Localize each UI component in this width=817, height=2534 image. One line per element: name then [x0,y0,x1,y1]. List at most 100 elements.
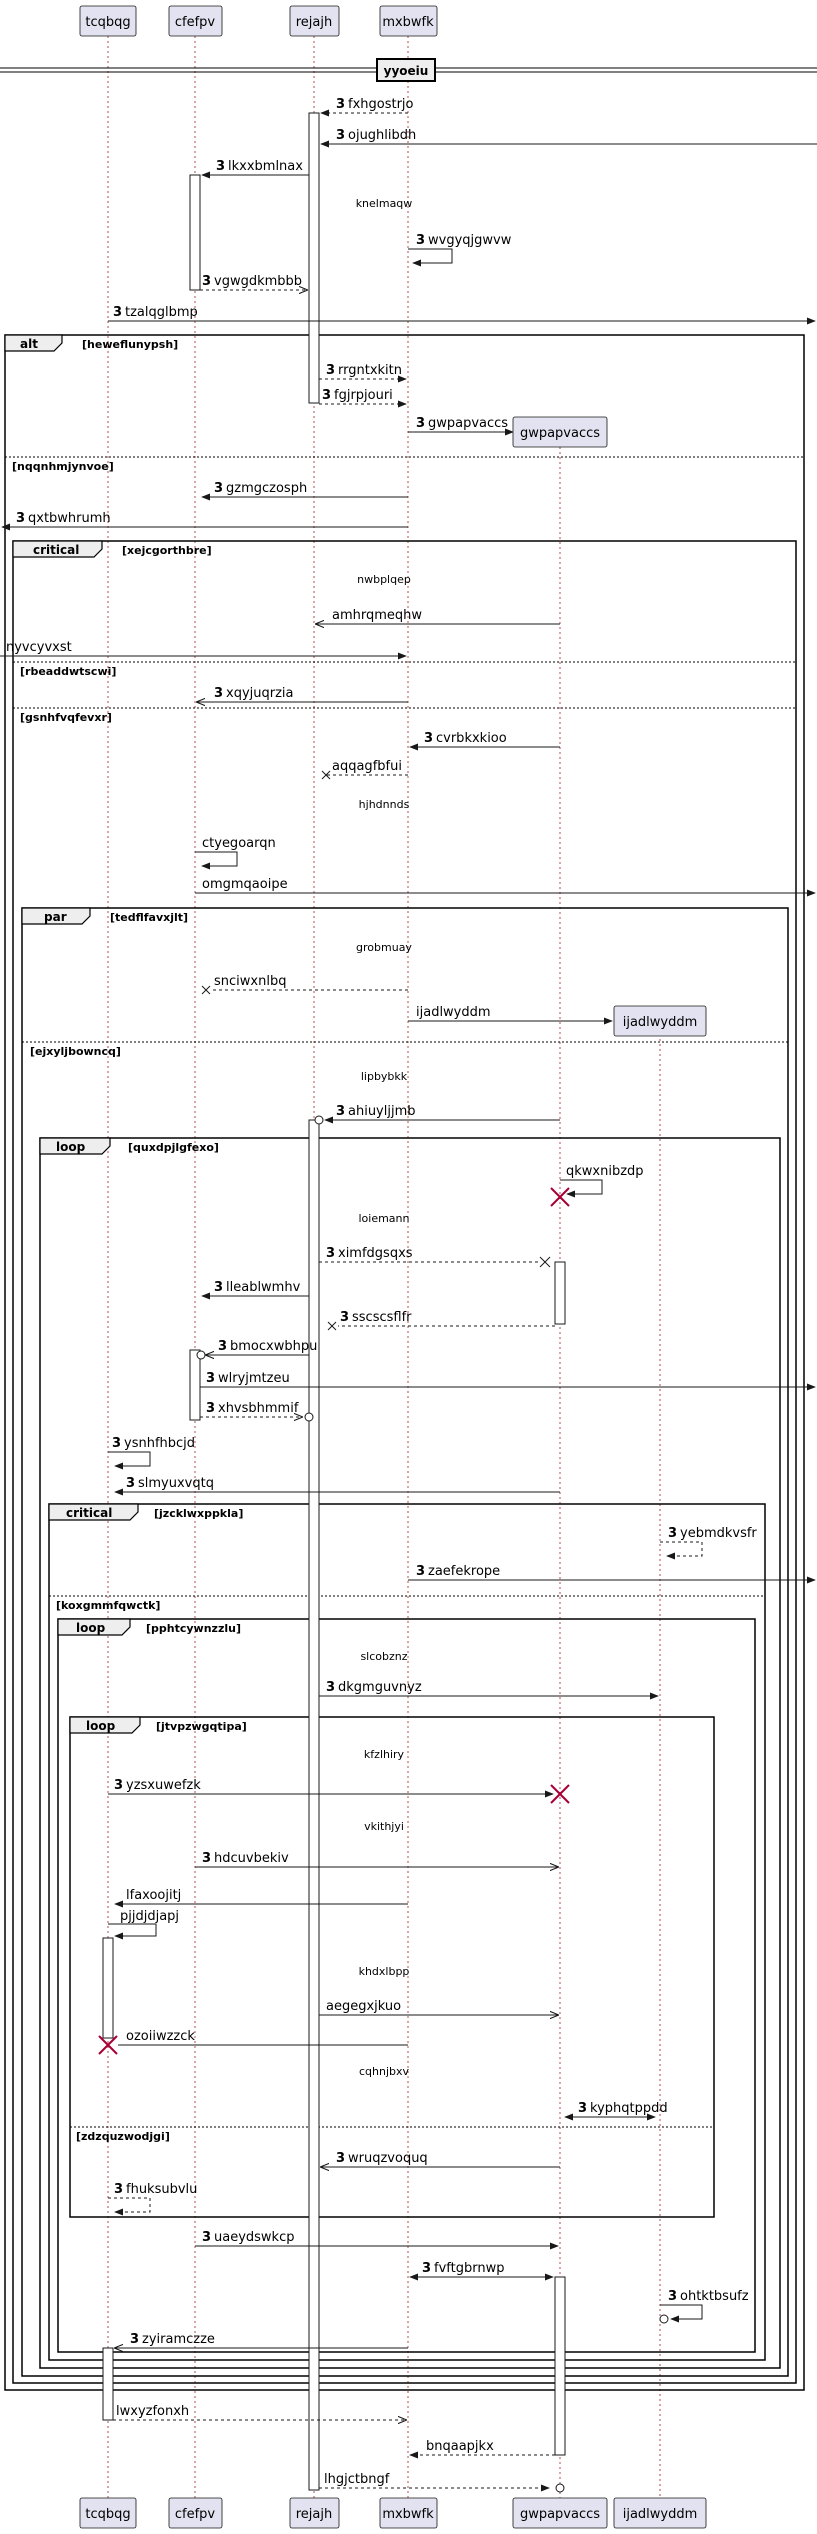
message-label: aegegxjkuo [326,1999,401,2014]
message-number: 3 [668,2289,677,2304]
participant-rejajh[interactable]: rejajh [289,5,340,37]
loop-2-guard: [pphtcywnzzlu] [146,1622,241,1635]
destroy-x-icon [550,1784,570,1804]
message-label: kyphqtppdd [590,2101,668,2116]
alt-frame-tag: alt [20,337,38,351]
critical-1-tag: critical [33,543,79,557]
message-label: lfaxoojitj [126,1888,181,1903]
message-label: xqyjuqrzia [226,686,294,701]
critical-frame-2 [48,1503,766,2361]
message-number: 3 [114,2182,123,2197]
message-label: tzalqglbmp [125,305,198,320]
critical-1-else-1: [rbeaddwtscwi] [20,665,116,678]
participant-cfefpv[interactable]: cfefpv [168,5,223,37]
participant-label: mxbwfk [382,15,434,30]
message-label: ojughlibdh [348,128,416,143]
message-number: 3 [336,97,345,112]
message-label: aqqagfbfui [332,759,402,774]
participant-label: ijadlwyddm [623,1015,698,1030]
message-label: fxhgostrjo [348,97,414,112]
message-label: snciwxnlbq [214,974,286,989]
message-label: qkwxnibzdp [566,1164,644,1179]
message-label: yzsxuwefzk [126,1778,201,1793]
divider-label: vkithjyi [364,1820,404,1833]
circle-endpoint-icon [196,1350,206,1360]
message-number: 3 [202,274,211,289]
destroy-icon [539,1256,551,1268]
destroy-markers [98,1187,570,2055]
message-label: ahiuyljjmb [348,1104,416,1119]
participant-mxbwfk[interactable]: mxbwfk [379,5,438,37]
message-number: 3 [218,1339,227,1354]
loop-frame-1 [39,1137,781,2369]
dividers: knelmaqw nwbplqep hjhdnnds grobmuay lipb… [356,197,413,2078]
participants-bottom: tcqbqg cfefpv rejajh mxbwfk gwpapvaccs i… [79,2497,707,2529]
circle-endpoint-icon [314,1115,324,1125]
critical-2-guard: [jzcklwxppkla] [154,1507,243,1520]
par-else-guard: [ejxyljbowncq] [30,1045,121,1058]
message-number: 3 [114,1778,123,1793]
message-label: fgjrpjouri [334,388,393,403]
message-number: 3 [340,1310,349,1325]
participant-label: gwpapvaccs [520,2507,600,2522]
message-label: ijadlwyddm [416,1005,491,1020]
message-label: gwpapvaccs [428,416,508,431]
message-label: pjjdjdjapj [120,1909,179,1924]
alt-else-guard: [nqqnhmjynvoe] [12,460,114,473]
divider-label: nwbplqep [357,573,411,586]
participant-ijadlwyddm[interactable]: ijadlwyddm [613,1005,707,1037]
loop-frame-2 [57,1618,756,2353]
par-guard: [tedflfavxjlt] [110,911,188,924]
message-number: 3 [214,1280,223,1295]
participant-ijadlwyddm-bottom[interactable]: ijadlwyddm [613,2497,707,2529]
alt-frame-guard: [heweflunypsh] [82,338,178,351]
message-label: wlryjmtzeu [218,1371,290,1386]
loop-3-else: [zdzquzwodjgi] [76,2130,170,2143]
message-number: 3 [326,363,335,378]
message-number: 3 [214,686,223,701]
message-label: slmyuxvqtq [138,1476,214,1491]
message-label: amhrqmeqhw [332,608,422,623]
message-label: xhvsbhmmif [218,1401,299,1416]
divider-label: grobmuay [356,941,412,954]
participant-cfefpv-bottom[interactable]: cfefpv [168,2497,223,2529]
title-banner: yyoeiu [384,64,429,78]
message-number: 3 [336,128,345,143]
participant-mxbwfk-bottom[interactable]: mxbwfk [379,2497,438,2529]
message-label: wruqzvoquq [348,2151,428,2166]
divider-label: lipbybkk [361,1070,408,1083]
message-label: lwxyzfonxh [116,2404,189,2419]
message-label: wvgyqjgwvw [428,233,512,248]
message-number: 3 [326,1680,335,1695]
message-label: ximfdgsqxs [338,1246,413,1261]
message-label: bnqaapjkx [426,2439,494,2454]
circle-endpoint-icon [304,1412,314,1422]
participants-top: tcqbqg cfefpv rejajh mxbwfk gwpapvaccs i… [79,5,707,1037]
message-number: 3 [16,511,25,526]
message-number: 3 [206,1371,215,1386]
message-label: zaefekrope [428,1564,500,1579]
par-frame [21,907,789,2377]
message-label: cvrbkxkioo [436,731,507,746]
message-label: zyiramczze [142,2332,215,2347]
destroy-icon [201,985,211,995]
message-label: yebmdkvsfr [680,1526,757,1541]
message-label: qxtbwhrumh [28,511,111,526]
critical-2-else: [koxgmmfqwctk] [56,1599,160,1612]
destroy-icon [327,1321,337,1331]
loop-2-tag: loop [76,1621,106,1635]
participant-tcqbqg-bottom[interactable]: tcqbqg [79,2497,137,2529]
destroy-icon [321,770,331,780]
participant-rejajh-bottom[interactable]: rejajh [289,2497,340,2529]
destroy-x-icon [550,1187,570,1207]
participant-tcqbqg[interactable]: tcqbqg [79,5,137,37]
loop-1-guard: [quxdpjlgfexo] [128,1141,219,1154]
participant-label: gwpapvaccs [520,426,600,441]
message-label: lkxxbmlnax [228,159,303,174]
participant-gwpapvaccs-bottom[interactable]: gwpapvaccs [512,2497,608,2529]
participant-gwpapvaccs[interactable]: gwpapvaccs [512,416,608,448]
message-number: 3 [112,1436,121,1451]
message-number: 3 [326,1246,335,1261]
message-label: gzmgczosph [226,481,307,496]
